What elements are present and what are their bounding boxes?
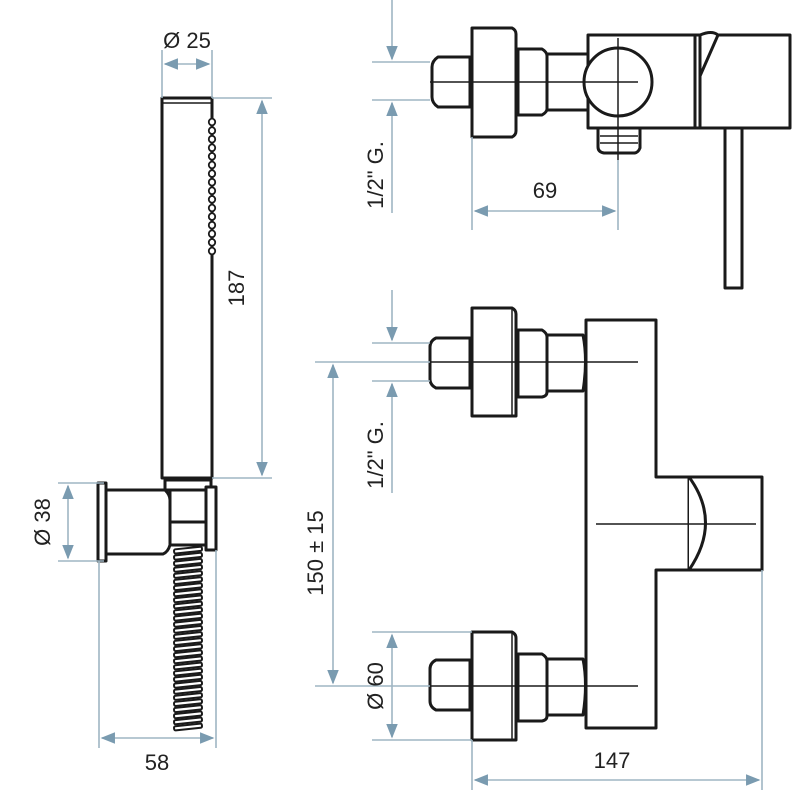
total-depth-label: 147 <box>594 748 631 773</box>
hose <box>173 545 204 732</box>
hose-coil <box>173 624 204 634</box>
spray-hole <box>207 212 217 221</box>
spray-holes <box>207 117 217 256</box>
hose-coil <box>173 673 204 683</box>
hose-coil <box>173 716 204 726</box>
spray-hole <box>207 134 217 144</box>
hose-coil <box>173 685 204 695</box>
spray-hole <box>207 238 217 247</box>
hose-coil <box>173 600 204 610</box>
shower-body <box>160 96 214 480</box>
hand-shower <box>160 96 217 480</box>
spray-hole <box>207 177 217 187</box>
hose-coil <box>173 643 204 653</box>
spray-hole <box>207 126 217 135</box>
mixer-top-view <box>430 26 792 290</box>
hose-coil <box>173 661 204 671</box>
shower-length-label: 187 <box>224 270 249 307</box>
hose-coil <box>173 704 204 714</box>
spray-hole <box>207 229 217 239</box>
hose-coil <box>173 557 204 567</box>
flange-diameter-label: Ø 60 <box>363 662 388 710</box>
hose-coil <box>173 667 204 677</box>
wall-holder <box>96 478 218 732</box>
spray-hole <box>207 169 217 178</box>
hose-coil <box>173 722 204 732</box>
outlet-thread <box>596 126 642 155</box>
hose-coil <box>173 649 204 659</box>
hose-coil <box>173 637 204 647</box>
center-distance-label: 150 ± 15 <box>303 510 328 595</box>
shower-diameter-label: Ø 25 <box>163 28 211 53</box>
hose-coil <box>173 698 204 708</box>
spray-hole <box>207 117 217 127</box>
hose-coil <box>173 612 204 622</box>
holder-socket <box>168 488 208 547</box>
spray-hole <box>207 246 217 256</box>
outlet-offset-label: 69 <box>533 178 557 203</box>
spray-hole <box>207 186 217 196</box>
hose-coil <box>173 551 204 561</box>
holder-diameter-label: Ø 38 <box>30 498 55 546</box>
lever-handle <box>723 126 744 290</box>
thread-top-label: 1/2" G. <box>363 141 388 209</box>
hose-coil <box>173 594 204 604</box>
spray-hole <box>207 152 217 161</box>
spray-hole <box>207 160 217 170</box>
hose-coil <box>173 606 204 616</box>
hose-coil <box>173 576 204 586</box>
spray-hole <box>207 143 217 153</box>
hose-coil <box>173 588 204 598</box>
hose-coil <box>173 679 204 689</box>
hose-coil <box>173 631 204 640</box>
thread-front-label: 1/2" G. <box>363 421 388 489</box>
mixer-front-view <box>428 306 764 742</box>
hose-coil <box>173 563 204 573</box>
hose-coil <box>173 570 204 579</box>
hose-coil <box>173 710 204 720</box>
hose-coil <box>173 692 204 701</box>
hose-coil <box>173 582 204 592</box>
spray-hole <box>207 203 217 213</box>
spray-hole <box>207 220 217 230</box>
hose-coil <box>173 545 204 555</box>
hose-coil <box>173 618 204 628</box>
holder-body <box>104 488 172 556</box>
hose-coil <box>173 655 204 665</box>
holder-depth-label: 58 <box>145 750 169 775</box>
spray-hole <box>207 195 217 204</box>
